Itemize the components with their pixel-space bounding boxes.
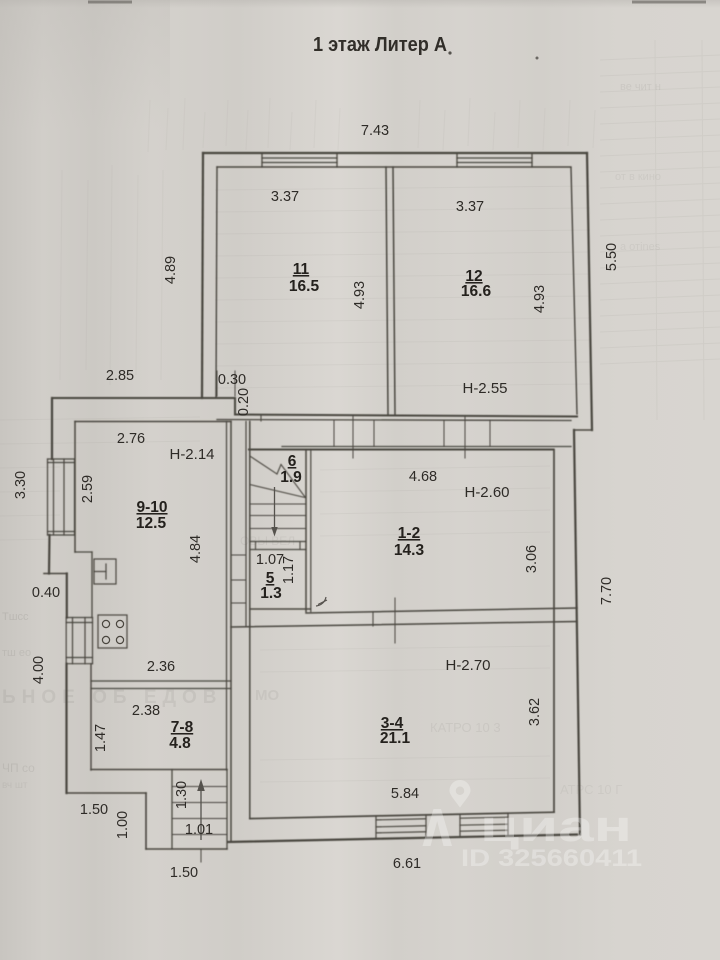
svg-text:12: 12 [465,268,482,285]
svg-text:1 этаж Литер А: 1 этаж Литер А [313,33,447,56]
svg-text:2.76: 2.76 [117,431,145,447]
svg-text:3.37: 3.37 [271,189,299,205]
svg-text:1.47: 1.47 [93,724,109,752]
svg-text:Н-2.70: Н-2.70 [445,657,490,674]
svg-text:12.5: 12.5 [136,515,167,532]
svg-text:1.3: 1.3 [260,585,282,602]
svg-text:4.8: 4.8 [169,735,191,752]
svg-text:а отines: а отines [620,241,661,253]
svg-text:3-4: 3-4 [381,715,404,732]
svg-text:7.70: 7.70 [599,577,615,605]
svg-text:21.1: 21.1 [380,730,411,747]
svg-text:ID 325660411: ID 325660411 [461,845,642,872]
svg-text:0.20: 0.20 [236,388,252,416]
svg-text:9-10: 9-10 [136,499,167,516]
svg-text:3.37: 3.37 [456,199,484,215]
svg-text:16.6: 16.6 [461,283,492,300]
svg-text:4.84: 4.84 [188,535,204,563]
svg-text:6: 6 [288,453,297,470]
svg-text:11: 11 [293,261,310,278]
svg-text:ЧП со: ЧП со [2,761,35,775]
svg-text:7.43: 7.43 [361,123,389,139]
svg-text:вч шт: вч шт [2,780,28,791]
svg-text:2.85: 2.85 [106,368,134,384]
svg-text:МО: МО [255,687,279,704]
svg-text:1.00: 1.00 [115,811,131,839]
svg-text:0.30: 0.30 [218,372,246,388]
svg-text:1.50: 1.50 [170,865,198,881]
svg-text:3.06: 3.06 [524,545,540,573]
svg-text:3.62: 3.62 [527,698,543,726]
svg-text:Н-2.55: Н-2.55 [462,380,507,397]
svg-text:АТРС 10 Г: АТРС 10 Г [560,782,622,797]
svg-text:1-2: 1-2 [398,525,420,542]
svg-text:1.30: 1.30 [174,781,190,809]
svg-text:от в кино: от в кино [615,171,661,183]
svg-text:4.89: 4.89 [163,256,179,284]
svg-text:1.17: 1.17 [281,556,297,584]
svg-text:4.93: 4.93 [532,285,548,313]
svg-text:7-8: 7-8 [171,719,194,736]
svg-text:ве чит н: ве чит н [620,81,661,93]
svg-text:Н-2.60: Н-2.60 [464,484,509,501]
svg-text:5.84: 5.84 [391,786,419,802]
svg-text:2.36: 2.36 [147,659,175,675]
svg-text:КАТРО 10 3: КАТРО 10 3 [430,720,501,735]
svg-text:5.50: 5.50 [604,243,620,271]
svg-text:4.93: 4.93 [352,281,368,309]
svg-text:4.68: 4.68 [409,469,437,485]
svg-text:1.9: 1.9 [280,469,302,486]
svg-text:1.01: 1.01 [185,822,213,838]
svg-text:4.00: 4.00 [31,656,47,684]
svg-text:Н-2.14: Н-2.14 [169,446,214,463]
svg-text:14.3: 14.3 [394,542,425,559]
svg-text:циан: циан [480,802,632,851]
svg-text:1.50: 1.50 [80,802,108,818]
svg-text:2.59: 2.59 [80,475,96,503]
svg-text:ЬНОЕ ОБ ЕДОВ: ЬНОЕ ОБ ЕДОВ [2,687,223,708]
svg-text:Тшсс: Тшсс [2,611,29,623]
svg-text:2.38: 2.38 [132,703,160,719]
svg-text:16.5: 16.5 [289,278,320,295]
svg-text:1.07: 1.07 [256,552,284,568]
svg-text:6.61: 6.61 [393,856,421,872]
svg-text:5: 5 [266,570,275,587]
svg-text:3.30: 3.30 [13,471,29,499]
svg-text:тш ео: тш ео [2,647,31,659]
svg-text:0.40: 0.40 [32,585,60,601]
